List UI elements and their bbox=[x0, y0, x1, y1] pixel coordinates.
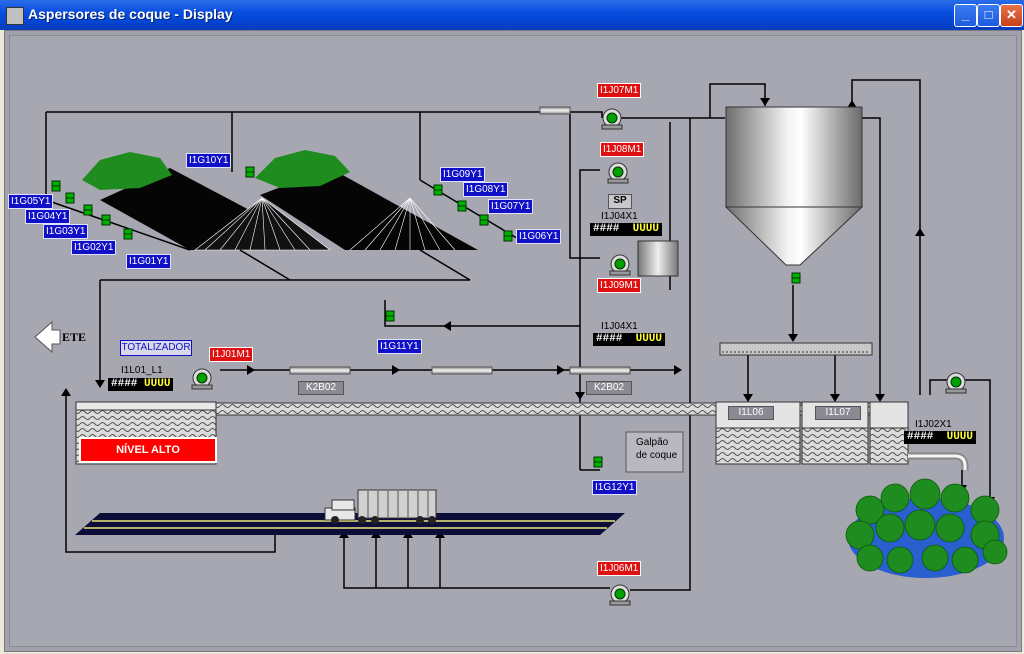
tag-I1J08M1[interactable]: I1J08M1 bbox=[600, 142, 645, 157]
galpao-label-1: Galpão bbox=[636, 437, 669, 448]
display-I1L01-L1: #### UUUU bbox=[108, 378, 174, 391]
display-I1J04X1-mid: #### UUUU bbox=[593, 333, 666, 346]
coke-silo bbox=[724, 106, 864, 266]
tag-I1J07M1[interactable]: I1J07M1 bbox=[597, 83, 642, 98]
display-I1J04X1-top: #### UUUU bbox=[590, 223, 663, 236]
label-I1J04X1-top: I1J04X1 bbox=[601, 211, 638, 222]
tag-I1G06Y1[interactable]: I1G06Y1 bbox=[516, 229, 562, 244]
piping bbox=[45, 79, 991, 591]
galpao-label-2: de coque bbox=[636, 450, 678, 461]
tag-I1G04Y1[interactable]: I1G04Y1 bbox=[25, 209, 71, 224]
tag-I1J01M1[interactable]: I1J01M1 bbox=[209, 347, 254, 362]
ete-arrow-icon[interactable] bbox=[34, 320, 61, 354]
totalizador-button[interactable]: TOTALIZADOR bbox=[120, 340, 192, 356]
label-K2B02-b: K2B02 bbox=[586, 381, 632, 395]
pipe-sections bbox=[289, 106, 631, 375]
label-I1J02X1: I1J02X1 bbox=[915, 419, 952, 430]
close-button[interactable]: ✕ bbox=[1000, 4, 1023, 27]
title-bar[interactable]: Aspersores de coque - Display _ □ ✕ bbox=[0, 0, 1024, 30]
minimize-button[interactable]: _ bbox=[954, 4, 977, 27]
tag-I1J09M1[interactable]: I1J09M1 bbox=[597, 278, 642, 293]
tag-I1G12Y1[interactable]: I1G12Y1 bbox=[592, 480, 638, 495]
tag-I1G01Y1[interactable]: I1G01Y1 bbox=[126, 254, 172, 269]
tag-I1G02Y1[interactable]: I1G02Y1 bbox=[71, 240, 117, 255]
label-I1L01-L1: I1L01_L1 bbox=[121, 365, 163, 376]
maximize-button[interactable]: □ bbox=[977, 4, 1000, 27]
setpoint-button[interactable]: SP bbox=[608, 194, 632, 209]
nivel-alto-alarm: NÍVEL ALTO bbox=[79, 437, 217, 463]
tag-I1G07Y1[interactable]: I1G07Y1 bbox=[488, 199, 534, 214]
tag-I1J06M1[interactable]: I1J06M1 bbox=[597, 561, 642, 576]
pile-base bbox=[45, 179, 521, 281]
label-K2B02-a: K2B02 bbox=[298, 381, 344, 395]
tag-I1G11Y1[interactable]: I1G11Y1 bbox=[377, 339, 422, 354]
conveyor-belt bbox=[719, 342, 873, 356]
tag-I1G05Y1[interactable]: I1G05Y1 bbox=[8, 194, 54, 209]
display-I1J02X1: #### UUUU bbox=[904, 431, 977, 444]
road bbox=[75, 513, 625, 535]
galpao-box bbox=[625, 431, 684, 473]
label-I1J04X1-mid: I1J04X1 bbox=[601, 321, 638, 332]
tag-I1G10Y1[interactable]: I1G10Y1 bbox=[186, 153, 232, 168]
coke-pile-right bbox=[255, 150, 478, 251]
window-title: Aspersores de coque - Display bbox=[28, 6, 233, 22]
tag-I1G08Y1[interactable]: I1G08Y1 bbox=[463, 182, 509, 197]
tag-I1G03Y1[interactable]: I1G03Y1 bbox=[43, 224, 89, 239]
ete-label[interactable]: ETE bbox=[62, 330, 87, 344]
app-icon[interactable] bbox=[6, 7, 24, 25]
truck bbox=[324, 489, 437, 524]
tank-j09 bbox=[637, 240, 679, 277]
tag-I1G09Y1[interactable]: I1G09Y1 bbox=[440, 167, 486, 182]
label-I1L07: I1L07 bbox=[815, 406, 861, 420]
outlet-pipe bbox=[908, 452, 969, 470]
coke-pile-left bbox=[82, 152, 331, 251]
forest-lagoon bbox=[845, 478, 1008, 578]
label-I1L06: I1L06 bbox=[728, 406, 774, 420]
